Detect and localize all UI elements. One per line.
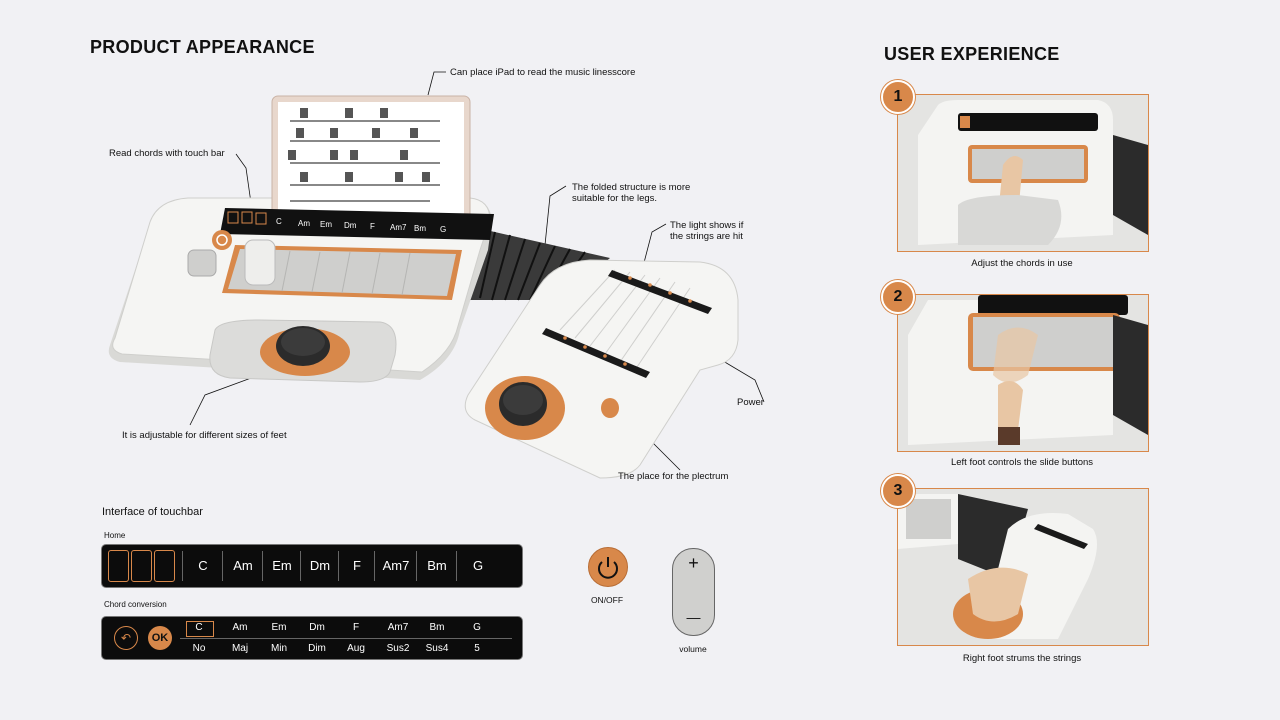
chord-conversion-label: Chord conversion: [104, 600, 167, 609]
annotation-light: The light shows if: [670, 220, 744, 231]
back-icon[interactable]: ↶: [114, 626, 138, 650]
conv-chord[interactable]: Dm: [309, 622, 325, 633]
conv-type[interactable]: Sus2: [386, 643, 410, 654]
step-2-caption: Left foot controls the slide buttons: [950, 457, 1094, 468]
step-3-caption: Right foot strums the strings: [962, 653, 1082, 664]
svg-text:Am: Am: [298, 219, 310, 228]
annotation-power: Power: [737, 397, 764, 408]
product-appearance-title: PRODUCT APPEARANCE: [90, 37, 315, 57]
conv-type[interactable]: Aug: [347, 643, 365, 654]
conversion-touchbar: ↶ OK C Am Em Dm F Am7 Bm G No Maj Min Di…: [101, 616, 523, 660]
tap-icon[interactable]: [108, 550, 129, 582]
chord-icon[interactable]: [131, 550, 152, 582]
step-2-image: [897, 294, 1149, 452]
annotation-folded: The folded structure is more: [572, 182, 691, 193]
conv-type[interactable]: Min: [270, 643, 288, 654]
annotation-plectrum: The place for the plectrum: [618, 471, 729, 482]
home-chord[interactable]: C: [182, 551, 223, 581]
conv-type[interactable]: No: [192, 643, 206, 654]
volume-control[interactable]: + —: [672, 548, 715, 636]
conv-type[interactable]: Sus4: [425, 643, 449, 654]
home-chord[interactable]: Em: [262, 551, 301, 581]
product-illustration: C Am Em Dm F Am7 Bm G: [108, 71, 765, 479]
home-chord[interactable]: F: [338, 551, 375, 581]
onoff-label: ON/OFF: [590, 595, 624, 605]
step-1-caption: Adjust the chords in use: [971, 258, 1073, 269]
home-touchbar: C Am Em Dm F Am7 Bm G: [101, 544, 523, 588]
svg-text:Dm: Dm: [344, 221, 357, 230]
volume-minus-icon[interactable]: —: [686, 609, 701, 625]
svg-text:C: C: [276, 217, 282, 226]
home-chord[interactable]: Am: [222, 551, 263, 581]
warning-icon[interactable]: [154, 550, 175, 582]
annotation-touchbar: Read chords with touch bar: [109, 148, 225, 159]
conv-chord[interactable]: G: [473, 622, 481, 633]
step-1-image: [897, 94, 1149, 252]
annotation-ipad: Can place iPad to read the music linessc…: [450, 67, 636, 78]
step-3-image: [897, 488, 1149, 646]
ok-button[interactable]: OK: [148, 626, 172, 650]
volume-plus-icon[interactable]: +: [688, 553, 699, 573]
conv-chord[interactable]: C: [195, 622, 203, 633]
conv-type[interactable]: Dim: [308, 643, 326, 654]
user-experience-title: USER EXPERIENCE: [884, 44, 1060, 64]
conv-chord[interactable]: Am: [232, 622, 248, 633]
power-icon: [598, 557, 618, 579]
conv-chord[interactable]: Bm: [429, 622, 445, 633]
home-chord[interactable]: G: [456, 551, 499, 581]
step-2-number: 2: [881, 280, 915, 314]
step-3-number: 3: [881, 474, 915, 508]
annotation-folded-2: suitable for the legs.: [572, 193, 658, 204]
volume-label: volume: [679, 644, 707, 654]
annotation-feet: It is adjustable for different sizes of …: [122, 430, 287, 441]
conv-type[interactable]: Maj: [231, 643, 249, 654]
conv-chord[interactable]: Am7: [387, 622, 409, 633]
conv-type[interactable]: 5: [474, 643, 480, 654]
conversion-divider: [180, 638, 512, 639]
svg-text:G: G: [440, 225, 446, 234]
conv-chord[interactable]: Em: [271, 622, 287, 633]
interface-title: Interface of touchbar: [102, 506, 203, 518]
svg-text:Em: Em: [320, 220, 332, 229]
svg-text:Am7: Am7: [390, 223, 407, 232]
svg-text:Bm: Bm: [414, 224, 426, 233]
step-1-number: 1: [881, 80, 915, 114]
annotation-light-2: the strings are hit: [670, 231, 743, 242]
home-chord[interactable]: Bm: [416, 551, 457, 581]
power-button[interactable]: [588, 547, 628, 587]
svg-text:F: F: [370, 222, 375, 231]
home-chord[interactable]: Am7: [374, 551, 417, 581]
home-chord[interactable]: Dm: [300, 551, 339, 581]
selected-chord-indicator: [186, 621, 214, 637]
conv-chord[interactable]: F: [352, 622, 360, 633]
home-label: Home: [104, 531, 126, 540]
